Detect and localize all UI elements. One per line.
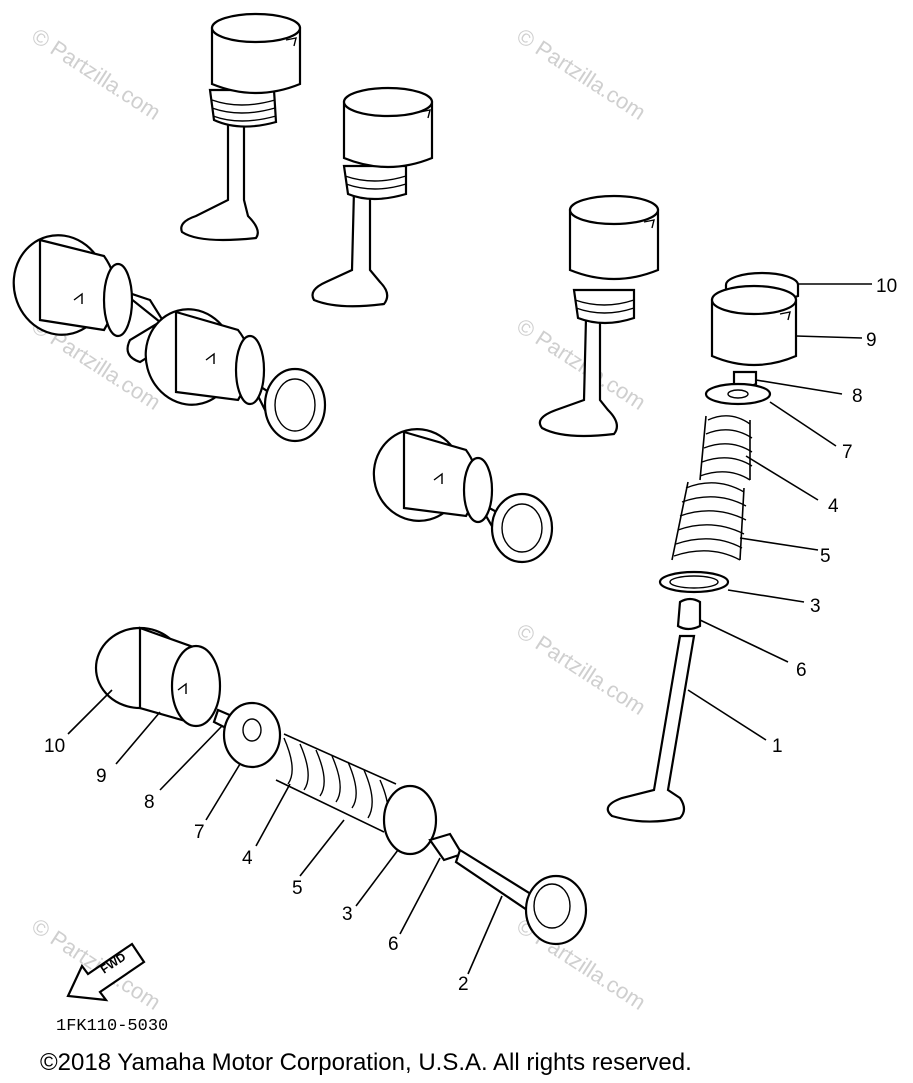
callout-right-6: 6 xyxy=(796,660,807,681)
copyright-text: ©2018 Yamaha Motor Corporation, U.S.A. A… xyxy=(40,1049,692,1076)
valve-assembly-tilted-3 xyxy=(372,428,554,564)
part-4-5-springs-bottom xyxy=(275,733,397,833)
callout-bottom-7: 7 xyxy=(194,822,205,843)
part-4-inner-spring xyxy=(699,415,753,481)
watermark-4: © Partzilla.com xyxy=(512,313,650,415)
diagram-code: 1FK110-5030 xyxy=(56,1017,168,1036)
part-7-retainer xyxy=(704,382,772,406)
watermark-2: © Partzilla.com xyxy=(512,23,650,125)
callout-right-5: 5 xyxy=(820,546,831,567)
callout-bottom-6: 6 xyxy=(388,934,399,955)
part-3-spring-seat xyxy=(658,570,730,594)
valve-assembly-upright-1 xyxy=(180,12,302,242)
part-10-9-lifter-bottom xyxy=(94,626,222,728)
part-7-retainer-bottom xyxy=(222,701,282,769)
valve-assembly-tilted-1 xyxy=(12,234,177,364)
part-2-exhaust-valve-head xyxy=(524,874,588,946)
callouts-right: 10 9 8 7 4 5 3 6 1 xyxy=(772,276,897,757)
callout-bottom-8: 8 xyxy=(144,792,155,813)
callout-bottom-9: 9 xyxy=(96,766,107,787)
part-3-seat-bottom xyxy=(382,784,438,856)
watermarks: © Partzilla.com © Partzilla.com © Partzi… xyxy=(27,23,650,1015)
part-2-exhaust-valve-stem xyxy=(454,848,536,914)
leaders-right xyxy=(687,283,872,741)
leaders-bottom xyxy=(67,689,503,975)
valve-assembly-upright-2 xyxy=(311,86,434,308)
exploded-valve-right xyxy=(606,271,800,823)
callouts-bottom: 10 9 8 7 4 5 3 6 2 xyxy=(44,736,469,995)
watermark-1: © Partzilla.com xyxy=(27,23,165,125)
part-6-stem-seal xyxy=(676,597,702,631)
callout-right-1: 1 xyxy=(772,736,783,757)
part-5-outer-spring xyxy=(671,481,747,561)
callout-right-3: 3 xyxy=(810,596,821,617)
watermark-5: © Partzilla.com xyxy=(512,618,650,720)
valve-assembly-tilted-2 xyxy=(144,308,327,443)
callout-right-4: 4 xyxy=(828,496,839,517)
valve-assembly-upright-3 xyxy=(538,194,660,438)
callout-bottom-10: 10 xyxy=(44,736,65,757)
callout-bottom-2: 2 xyxy=(458,974,469,995)
exploded-valve-bottom xyxy=(94,626,588,946)
callout-bottom-4: 4 xyxy=(242,848,253,869)
callout-right-9: 9 xyxy=(866,330,877,351)
callout-bottom-5: 5 xyxy=(292,878,303,899)
part-1-intake-valve xyxy=(606,634,696,823)
callout-right-7: 7 xyxy=(842,442,853,463)
callout-bottom-3: 3 xyxy=(342,904,353,925)
callout-right-10: 10 xyxy=(876,276,897,297)
callout-right-8: 8 xyxy=(852,386,863,407)
fwd-arrow: FWD xyxy=(66,942,146,1002)
